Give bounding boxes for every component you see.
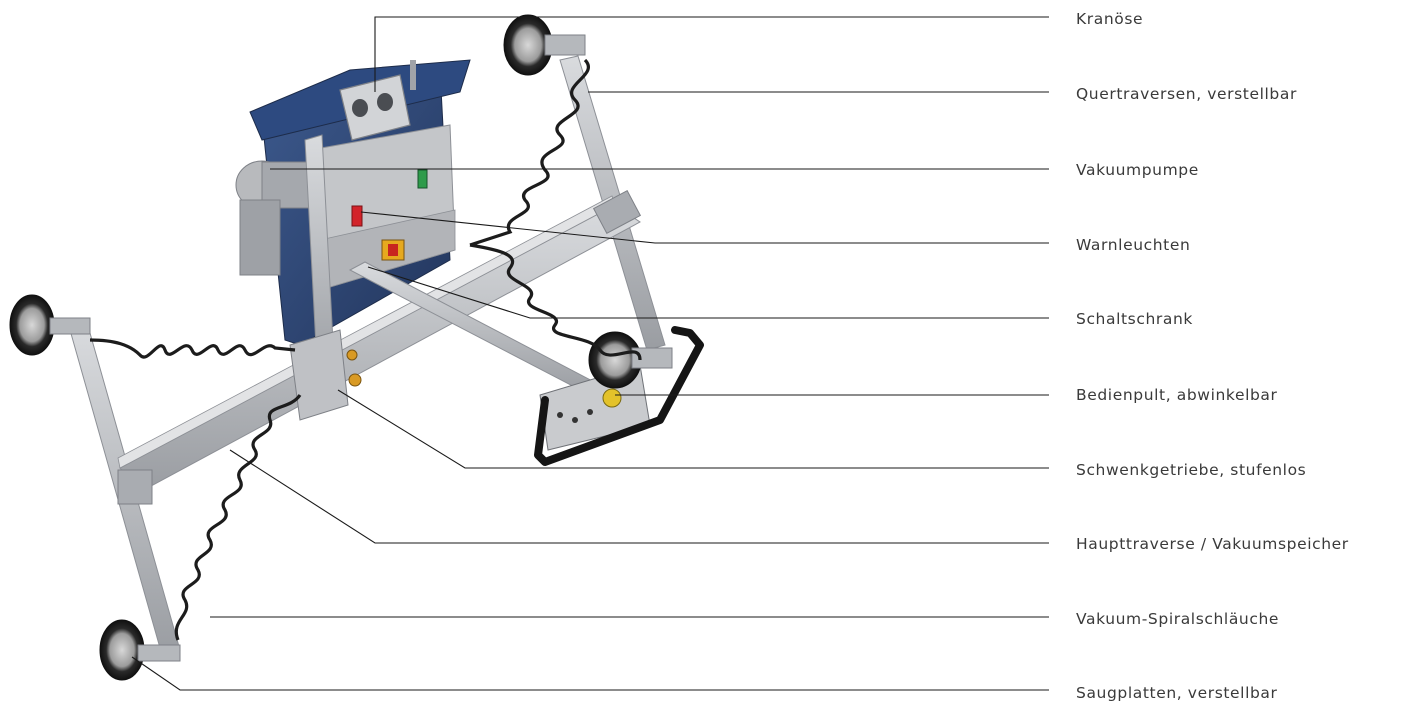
vacuum-lifter-illustration [9, 14, 704, 681]
label-haupttraverse: Haupttraverse / Vakuumspeicher [1076, 535, 1349, 553]
label-warnleuchten: Warnleuchten [1076, 236, 1191, 254]
label-saugplatten: Saugplatten, verstellbar [1076, 684, 1278, 702]
leader-warnleuchten [360, 211, 1049, 244]
leader-lines [131, 16, 1049, 691]
suction-pad-right [588, 331, 673, 389]
spiral-hose-left [89, 338, 296, 359]
spiral-hose-bottom [174, 393, 302, 641]
label-bedienpult: Bedienpult, abwinkelbar [1076, 386, 1278, 404]
label-spiralschlaeuche: Vakuum-Spiralschläuche [1076, 610, 1280, 628]
leader-kranoese [374, 16, 1049, 92]
leader-schaltschrank [367, 266, 1049, 319]
suction-pad-bottom-left [99, 619, 181, 681]
swivel-gear [289, 329, 349, 421]
crane-eye [339, 60, 416, 141]
warning-light-red [351, 205, 363, 227]
warning-light-green [417, 169, 428, 189]
label-quertraversen: Quertraversen, verstellbar [1076, 85, 1297, 103]
leader-schwenkgetriebe [337, 389, 1049, 469]
spiral-hose-top [469, 58, 590, 247]
label-schwenkgetriebe: Schwenkgetriebe, stufenlos [1076, 461, 1307, 479]
spiral-hose-right [469, 243, 642, 361]
label-vakuumpumpe: Vakuumpumpe [1076, 161, 1199, 179]
suction-pad-top-right [503, 14, 586, 76]
suction-pad-left [9, 294, 91, 356]
leader-saugplatten [131, 656, 1049, 691]
label-schaltschrank: Schaltschrank [1076, 310, 1193, 328]
label-kranoese: Kranöse [1076, 10, 1144, 28]
leader-haupttraverse [229, 449, 1049, 544]
